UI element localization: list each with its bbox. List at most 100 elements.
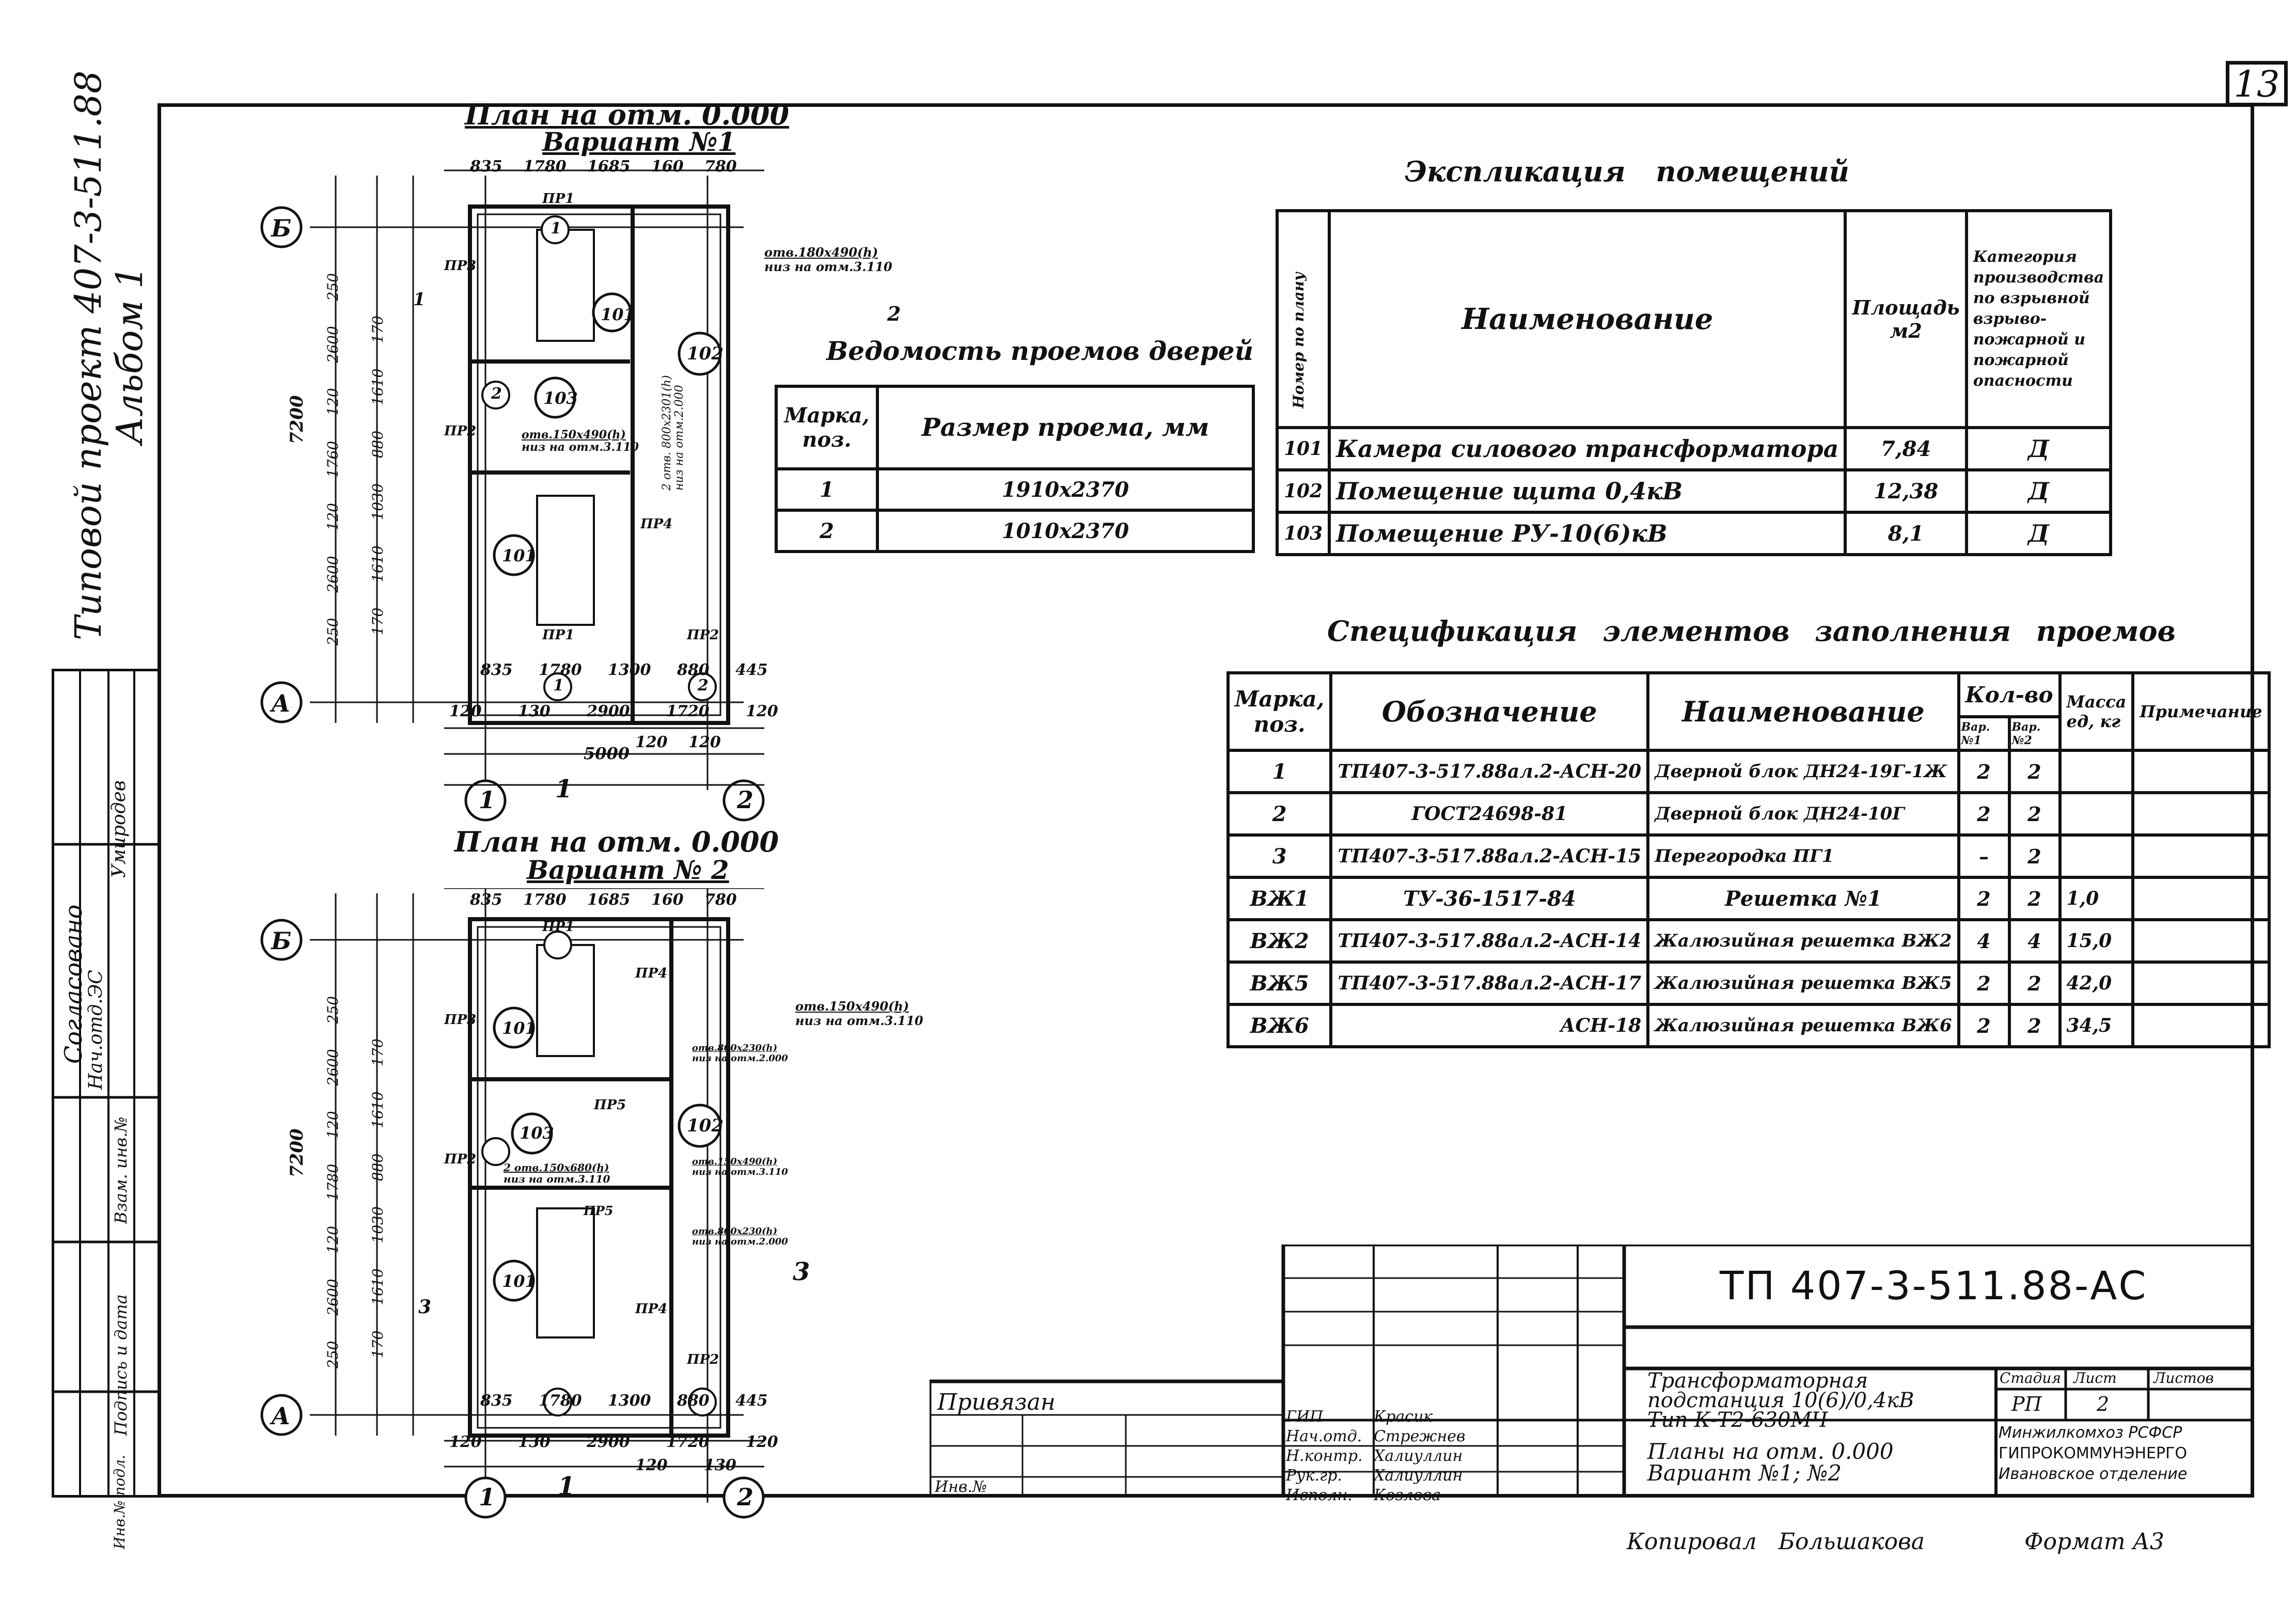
- title-block-inv: Инв.№: [935, 1478, 987, 1496]
- spec-cell: ВЖ2: [1226, 918, 1333, 964]
- dim: 1030: [369, 1206, 386, 1243]
- doors-cell: 2: [775, 509, 879, 553]
- rooms-cell: Д: [1964, 426, 2113, 471]
- doors-table: Марка, поз. Размер проема, мм 1 1910х237…: [775, 385, 1255, 553]
- spec-cell: [2058, 749, 2135, 794]
- spec-cell: Решетка №1: [1646, 876, 1960, 921]
- plan1-section-2: 2: [887, 302, 901, 325]
- spec-cell: 15,0: [2058, 918, 2135, 964]
- spec-cell: 2: [1957, 961, 2011, 1006]
- rooms-cell: 8,1: [1844, 511, 1968, 556]
- spec-cell: Дверной блок ДН24-19Г-1Ж: [1646, 749, 1960, 794]
- dim: 120: [635, 1456, 668, 1474]
- plan2-door-pr3: ПР3: [444, 1012, 477, 1028]
- spec-cell: 2: [1957, 791, 2011, 837]
- dim: 1760: [324, 440, 341, 478]
- spec-header-name: Наименование: [1646, 671, 1960, 752]
- plan1-marker-2b: 2: [698, 676, 709, 695]
- note-text: низ на отм.2.000: [692, 1053, 788, 1064]
- dim: 1780: [523, 891, 567, 909]
- dim: 170: [369, 1330, 386, 1358]
- spec-cell: ТП407-3-517.88ал.2-АСН-15: [1329, 833, 1650, 879]
- rooms-cell: 103: [1275, 511, 1331, 556]
- person-name: Красик: [1374, 1408, 1433, 1426]
- spec-cell: Жалюзийная решетка ВЖ2: [1646, 918, 1960, 964]
- plan1-door-pr4: ПР4: [640, 516, 673, 532]
- spec-cell: 4: [1957, 918, 2011, 964]
- spec-cell: ТП407-3-517.88ал.2-АСН-20: [1329, 749, 1650, 794]
- dim: 1685: [587, 891, 631, 909]
- side-project-title: Типовой проект 407-3-511.88: [67, 71, 109, 641]
- plan2-note2: отв.800х230(h) низ на отм.2.000: [692, 1043, 788, 1064]
- dim: 130: [518, 1433, 551, 1451]
- spec-cell: [2131, 833, 2271, 879]
- person-name: Халиуллин: [1374, 1447, 1463, 1465]
- plan1-overall-height: 7200: [287, 395, 307, 444]
- dim: 120: [746, 1433, 778, 1451]
- rooms-table-title: Экспликация помещений: [1405, 155, 1849, 188]
- title-block-org: Минжилкомхоз РСФСР ГИПРОКОММУНЭНЕРГО Ива…: [1999, 1423, 2187, 1485]
- dim: 160: [651, 158, 684, 176]
- note-text: отв.800х230(h): [692, 1043, 778, 1053]
- plan2-left-dims: 250 2600 120 1780 120 2600 250: [324, 996, 341, 1368]
- spec-cell: 42,0: [2058, 961, 2135, 1006]
- title-block-grid: [930, 1245, 2254, 1498]
- spec-cell: 1: [1226, 749, 1333, 794]
- note-text: 2 отв.150х680(h): [504, 1161, 609, 1174]
- spec-cell: [2131, 876, 2271, 921]
- plan1-door-pr2-bottom: ПР2: [687, 627, 719, 643]
- plan2-note1: отв.150х490(h) низ на отм.3.110: [795, 999, 923, 1028]
- dim: 1780: [324, 1163, 341, 1201]
- plan2-overall-height: 7200: [287, 1128, 307, 1177]
- note-text: отв.180х490(h): [764, 245, 878, 260]
- dim: 2600: [324, 1049, 341, 1086]
- plan1-room-103: 103: [543, 388, 578, 408]
- plan2-left-dims-inner: 170 1610 1030 880 1610 170: [369, 1038, 386, 1358]
- dim: 880: [369, 1153, 386, 1182]
- spec-cell: Жалюзийная решетка ВЖ5: [1646, 961, 1960, 1006]
- note-text: низ на отм.3.110: [692, 1167, 788, 1177]
- spec-row: ВЖ5 ТП407-3-517.88ал.2-АСН-17 Жалюзийная…: [1226, 961, 2271, 1006]
- object-line: Тип К-Т2-630МЧ: [1647, 1408, 1828, 1432]
- spec-row: ВЖ6 АСН-18 Жалюзийная решетка ВЖ6 2 2 34…: [1226, 1003, 2271, 1048]
- person-role: Нач.отд.: [1286, 1427, 1362, 1445]
- dim: 835: [470, 158, 502, 176]
- plan2-room-101a: 101: [502, 1018, 537, 1038]
- title-block-code: ТП 407-3-511.88-АС: [1720, 1263, 2148, 1309]
- spec-cell: ТП407-3-517.88ал.2-АСН-14: [1329, 918, 1650, 964]
- spec-cell: 1,0: [2058, 876, 2135, 921]
- plan2-variant: Вариант № 2: [527, 855, 729, 885]
- dim: 880: [369, 430, 386, 459]
- dim: 120: [324, 503, 341, 531]
- plan1-door-pr1-bottom: ПР1: [542, 627, 575, 643]
- plan1-door-pr1-top: ПР1: [542, 191, 575, 207]
- doors-header-size: Размер проема, мм: [876, 385, 1255, 470]
- spec-header-note: Примечание: [2131, 671, 2271, 752]
- note-text: низ на отм.3.110: [764, 259, 892, 274]
- rooms-header-cat: Категория производства по взрывной взрыв…: [1964, 209, 2113, 429]
- side-album-title: Альбом 1: [108, 266, 151, 444]
- spec-cell: 2: [2007, 1003, 2062, 1048]
- title-block-sheets-label: Листов: [2153, 1369, 2214, 1387]
- dim: 780: [704, 158, 737, 176]
- dim: 880: [677, 1392, 710, 1410]
- rooms-cell: Д: [1964, 511, 2113, 556]
- dim: 1780: [539, 661, 582, 679]
- doors-table-title: Ведомость проемов дверей: [826, 336, 1253, 366]
- rooms-cell: Д: [1964, 468, 2113, 514]
- dim: 120: [324, 1111, 341, 1139]
- dim: 1300: [608, 1392, 651, 1410]
- spec-cell: 2: [1957, 749, 2011, 794]
- dim: 1685: [587, 158, 631, 176]
- dim: 1610: [369, 545, 386, 582]
- sheet-title-line: Вариант №1; №2: [1647, 1460, 1842, 1486]
- dim: 2600: [324, 556, 341, 593]
- spec-cell: Жалюзийная решетка ВЖ6: [1646, 1003, 1960, 1048]
- spec-cell: 2: [2007, 749, 2062, 794]
- plan2-section-3a: 3: [418, 1296, 432, 1318]
- spec-cell: 34,5: [2058, 1003, 2135, 1048]
- plan2-note5: отв.800х230(h) низ на отм.2.000: [692, 1226, 788, 1247]
- plan1-overall-width: 5000: [584, 744, 630, 763]
- plan2-room-101b: 101: [502, 1271, 537, 1291]
- dim: 250: [324, 273, 341, 301]
